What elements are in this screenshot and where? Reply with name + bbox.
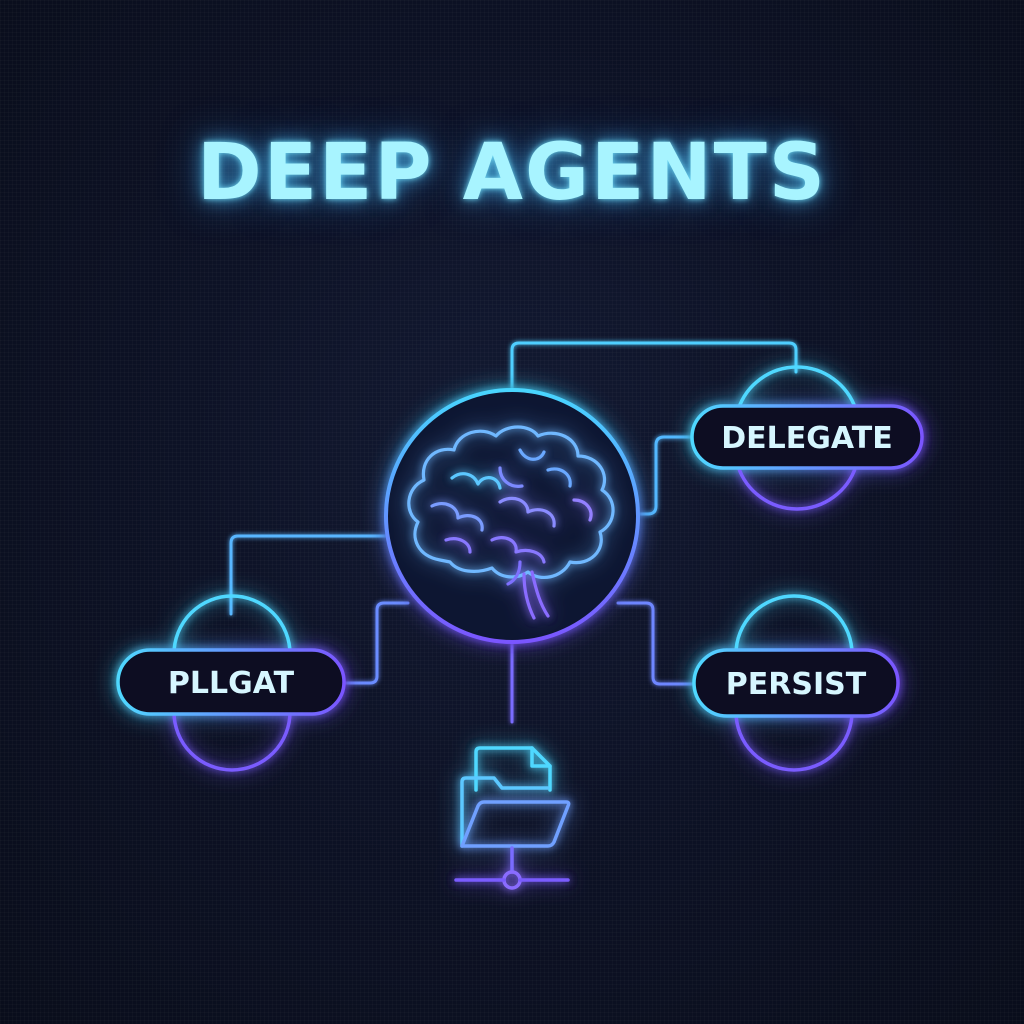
page-title: DEEP AGENTS (197, 128, 827, 218)
connector-top-delegate (510, 341, 798, 398)
connector-left-top (229, 534, 390, 616)
node-pllgat (116, 594, 346, 772)
connector-left-pill (342, 601, 410, 685)
folder-network-icon (454, 746, 571, 890)
brain-icon (407, 425, 615, 620)
node-pllgat-label: PLLGAT (168, 666, 295, 701)
connector-right-persist (616, 601, 696, 686)
node-persist-label: PERSIST (726, 667, 867, 702)
node-delegate (690, 365, 924, 511)
node-delegate-label: DELEGATE (721, 421, 892, 456)
connector-lines (229, 341, 798, 724)
connector-center-delegate (632, 435, 696, 516)
node-persist (692, 594, 900, 772)
brain-node (384, 388, 640, 644)
